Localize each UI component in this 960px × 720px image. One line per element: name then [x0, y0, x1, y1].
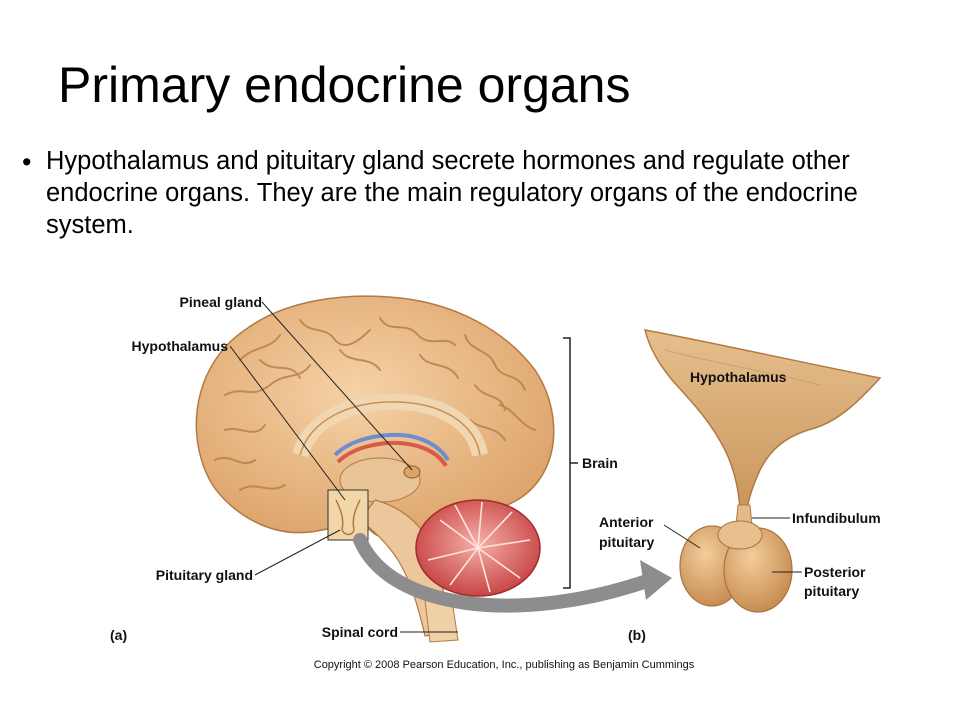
cerebellum — [415, 499, 541, 597]
label-infundibulum: Infundibulum — [792, 510, 881, 526]
brain-illustration — [195, 295, 555, 643]
label-pituitary-gland: Pituitary gland — [156, 567, 253, 583]
label-anterior-pituitary-line1: Anterior — [599, 514, 654, 530]
arrow-head — [640, 560, 672, 600]
label-anterior-pituitary-line2: pituitary — [599, 534, 654, 550]
label-pineal-gland: Pineal gland — [180, 294, 262, 310]
label-posterior-pituitary-line2: pituitary — [804, 583, 859, 599]
bullet-dot: • — [22, 147, 32, 177]
label-hypothalamus-a: Hypothalamus — [132, 338, 229, 354]
label-panel-b: (b) — [628, 627, 646, 643]
slide-title: Primary endocrine organs — [58, 57, 631, 113]
label-brain: Brain — [582, 455, 618, 471]
label-spinal-cord: Spinal cord — [322, 624, 398, 640]
copyright-notice: Copyright © 2008 Pearson Education, Inc.… — [314, 659, 695, 671]
label-hypothalamus-b: Hypothalamus — [690, 369, 787, 385]
label-panel-a: (a) — [110, 627, 127, 643]
label-posterior-pituitary-line1: Posterior — [804, 564, 866, 580]
connector-arrow — [353, 533, 657, 613]
bullet-text: Hypothalamus and pituitary gland secrete… — [46, 147, 858, 239]
leader-lines-b — [663, 517, 802, 573]
brain-bracket — [563, 337, 578, 589]
leader-lines-a — [229, 301, 458, 633]
